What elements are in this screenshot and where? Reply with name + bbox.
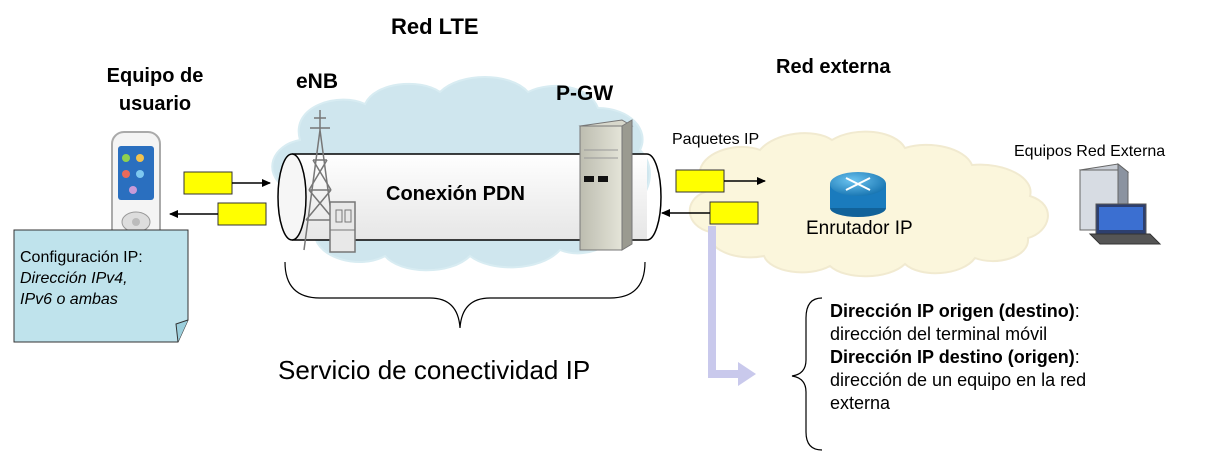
enb-label: eNB [296, 70, 339, 93]
address-description: Dirección IP origen (destino): dirección… [830, 300, 1086, 415]
ip-config-note [13, 229, 189, 343]
ip-config-line2: IPv6 o ambas [20, 291, 118, 308]
router-label: Enrutador IP [806, 218, 913, 239]
destination-address-heading: Dirección IP destino (origen): [830, 347, 1080, 367]
destination-address-desc-2: externa [830, 393, 891, 413]
source-address-heading: Dirección IP origen (destino): [830, 301, 1080, 321]
lte-network-title: Red LTE [391, 14, 479, 39]
packet-ext-in [709, 201, 759, 225]
destination-address-desc-1: dirección de un equipo en la red [830, 370, 1087, 390]
source-address-desc: dirección del terminal móvil [830, 324, 1048, 344]
pgw-label: P-GW [556, 82, 614, 105]
router-icon [830, 172, 886, 217]
packet-ext-out [675, 169, 725, 193]
external-computer-icon [1078, 162, 1162, 245]
mobile-phone-icon [111, 131, 161, 245]
ip-packets-label: Paquetes IP [672, 131, 760, 148]
ip-config-line1: Dirección IPv4, [20, 270, 128, 287]
address-pointer-arrow [708, 226, 756, 386]
ip-service-label: Servicio de conectividad IP [278, 355, 591, 385]
packet-ue-uplink [183, 171, 233, 195]
enb-tower-icon [303, 110, 356, 253]
external-network-label: Red externa [776, 56, 891, 78]
ip-config-heading: Configuración IP: [20, 249, 143, 266]
flow-arrows [169, 177, 766, 218]
pgw-server-icon [578, 119, 634, 251]
service-brace [284, 261, 646, 329]
pdn-connection-label: Conexión PDN [386, 183, 525, 205]
ip-config-text: Configuración IP: Dirección IPv4, IPv6 o… [20, 247, 143, 310]
address-brace [791, 297, 823, 451]
external-equipment-label: Equipos Red Externa [1014, 143, 1166, 160]
packet-ue-downlink [217, 202, 267, 226]
ip-packets [183, 169, 759, 226]
